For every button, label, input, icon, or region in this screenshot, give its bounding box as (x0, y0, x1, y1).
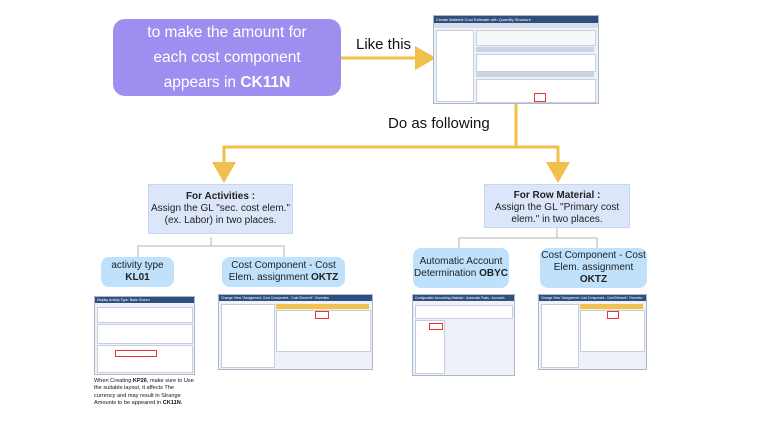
activities-title: For Activities : (185, 191, 256, 202)
kp26-note: When Creating KP26, make sure to Use the… (94, 378, 194, 408)
auto-account-pill: Automatic Account Determination OBYC (413, 248, 509, 288)
obyc-screenshot-title: Configuration Accounting Maintain : Auto… (413, 295, 514, 301)
oktz-left-screenshot-title: Change View "Assignment: Cost Component … (219, 295, 372, 301)
cost-comp-left-line-2: Elem. assignment OKTZ (222, 272, 345, 284)
callout-line-3-text: appears in (163, 74, 241, 91)
connector-activities (137, 245, 285, 257)
connector-material (458, 237, 598, 248)
row-material-line-1: Assign the GL "Primary cost (494, 202, 620, 213)
auto-account-text: Determination (414, 268, 480, 279)
oktz-left-screenshot: Change View "Assignment: Cost Component … (218, 294, 373, 370)
like-this-label: Like this (356, 36, 412, 53)
cost-comp-left-code: OKTZ (311, 272, 339, 283)
oktz-right-screenshot: Change View "Assignment: Cost Component … (538, 294, 647, 370)
cost-comp-left-line-1: Cost Component - Cost (231, 260, 336, 271)
cost-component-left-pill: Cost Component - Cost Elem. assignment O… (222, 257, 345, 287)
activities-line-2: (ex. Labor) in two places. (164, 215, 277, 226)
activity-type-pill: activity type KL01 (101, 257, 174, 287)
note-kp26: KP26 (132, 378, 147, 384)
note-ck11n: CK11N (162, 400, 181, 407)
ck11n-screenshot-title: Create Material Cost Estimate with Quant… (434, 16, 598, 23)
activities-line-1: Assign the GL "sec. cost elem." (150, 203, 290, 214)
arrow-split (212, 103, 518, 183)
do-as-following-label: Do as following (388, 115, 490, 132)
note-part-3: . (180, 400, 183, 407)
auto-account-line-1: Automatic Account (419, 256, 503, 267)
row-material-box: For Row Material : Assign the GL "Primar… (484, 184, 630, 228)
cost-comp-left-text: Elem. assignment (228, 272, 312, 283)
callout-line-1: to make the amount for (147, 24, 307, 41)
kl01-screenshot-title: Display Activity Type: Basic Screen (95, 297, 194, 303)
callout-line-3-bold: CK11N (240, 74, 291, 91)
arrow-split-right (516, 145, 570, 183)
activity-type-line-1: activity type (111, 260, 164, 271)
cost-component-right-pill: Cost Component - Cost Elem. assignment O… (540, 248, 647, 288)
cost-comp-right-text: Elem. assignment (553, 262, 634, 273)
activity-type-line-2: KL01 (101, 272, 174, 284)
ck11n-screenshot: Create Material Cost Estimate with Quant… (433, 15, 599, 104)
cost-comp-right-line-1: Cost Component - Cost (541, 250, 646, 261)
note-part-2: , make sure to Use the suitable layout, … (94, 378, 194, 407)
ck11n-callout: to make the amount for each cost compone… (113, 19, 341, 96)
note-part-1: When Creating (94, 378, 133, 384)
activities-box: For Activities : Assign the GL "sec. cos… (148, 184, 293, 234)
row-material-title: For Row Material : (513, 190, 601, 201)
auto-account-code: OBYC (479, 268, 508, 279)
cost-comp-right-code: OKTZ (579, 274, 608, 285)
row-material-line-2: elem." in two places. (511, 214, 603, 225)
kl01-screenshot: Display Activity Type: Basic Screen (94, 296, 195, 375)
callout-line-3: appears in CK11N (113, 70, 341, 95)
cost-comp-right-line-2: Elem. assignment OKTZ (540, 262, 647, 286)
callout-line-2: each cost component (153, 49, 301, 66)
auto-account-line-2: Determination OBYC (413, 268, 509, 280)
obyc-screenshot: Configuration Accounting Maintain : Auto… (412, 294, 515, 376)
oktz-right-screenshot-title: Change View "Assignment: Cost Component … (539, 295, 646, 301)
activity-type-code: KL01 (125, 272, 150, 283)
